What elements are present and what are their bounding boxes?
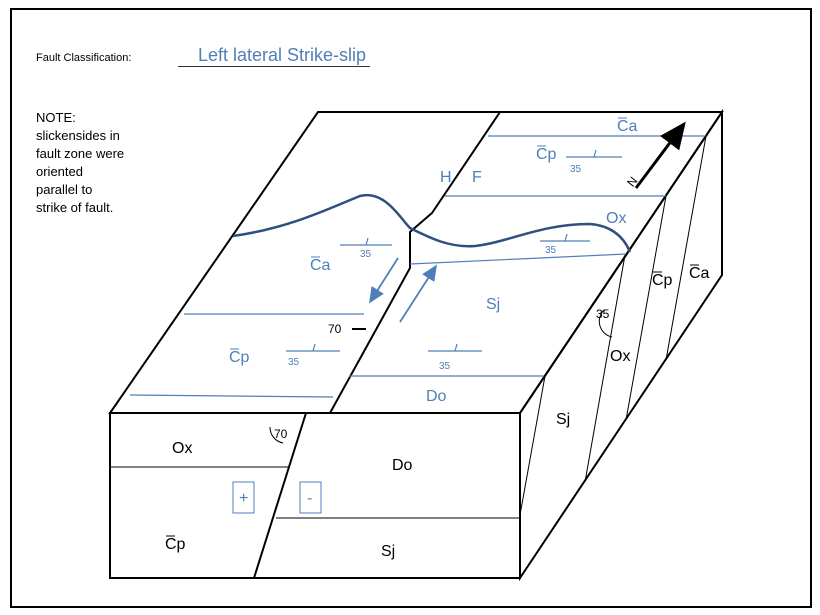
dip-value: 35 <box>545 245 557 256</box>
right-face <box>519 108 723 582</box>
unit-ox-side: Ox <box>610 348 630 365</box>
minus-box <box>299 481 322 514</box>
footwall-label: F <box>472 169 482 186</box>
top-face <box>108 111 724 414</box>
figure-frame <box>10 8 812 608</box>
unit-cp-side: Cp <box>652 272 673 289</box>
dip-value: 35 <box>288 357 300 368</box>
note-line: strike of fault. <box>36 200 114 215</box>
fault-classification-value: Left lateral Strike-slip <box>178 44 371 67</box>
dip-value: 35 <box>439 361 451 372</box>
curved-contact <box>232 193 632 253</box>
north-arrow <box>634 121 686 189</box>
dip-front: 70 <box>274 427 288 441</box>
unit-ox-front: Ox <box>172 440 192 457</box>
minus-sign: - <box>307 490 312 507</box>
strike-dip-symbols <box>286 149 622 352</box>
unit-sj-top-right: Sj <box>486 296 500 313</box>
fault-classification-label: Fault Classification: <box>36 52 132 64</box>
front-face-contacts <box>110 466 520 519</box>
front-face <box>109 412 521 579</box>
cambrian-bars <box>230 117 627 350</box>
right-face-contacts <box>519 135 707 516</box>
dip-arc-front <box>269 426 284 444</box>
dip-value: 35 <box>360 249 372 260</box>
unit-cp-front: Cp <box>165 536 186 553</box>
slip-arrow-hanging <box>369 257 399 304</box>
dip-arc-right <box>598 309 613 338</box>
note-line: oriented <box>36 164 83 179</box>
dip-right-side: 35 <box>596 307 610 321</box>
note-title: NOTE: <box>36 110 76 125</box>
note-line: fault zone were <box>36 146 125 161</box>
fault-trace-top <box>329 111 501 414</box>
unit-do-top-right: Do <box>426 388 447 405</box>
note-line: slickensides in <box>36 128 120 143</box>
fault-dip-label: 70 <box>328 322 342 336</box>
unit-ca-top-left: Ca <box>310 257 331 274</box>
unit-sj-front: Sj <box>381 543 395 560</box>
unit-sj-side: Sj <box>556 411 570 428</box>
unit-ox-top-right: Ox <box>606 210 626 227</box>
slip-arrow-foot <box>399 264 437 323</box>
unit-ca-top-right: Ca <box>617 118 638 135</box>
dip-value: 35 <box>570 164 582 175</box>
unit-ca-side: Ca <box>689 265 710 282</box>
unit-cp-top-left: Cp <box>229 349 250 366</box>
cambrian-bars-black <box>166 264 699 537</box>
hanging-wall-label: H <box>440 169 452 186</box>
unit-do-front: Do <box>392 457 413 474</box>
plus-sign: + <box>239 490 248 507</box>
fault-trace-front <box>253 412 307 579</box>
top-contacts <box>129 135 706 398</box>
plus-box <box>232 481 255 514</box>
unit-cp-top-right: Cp <box>536 146 557 163</box>
note-line: parallel to <box>36 182 93 197</box>
block-outline <box>108 108 724 582</box>
